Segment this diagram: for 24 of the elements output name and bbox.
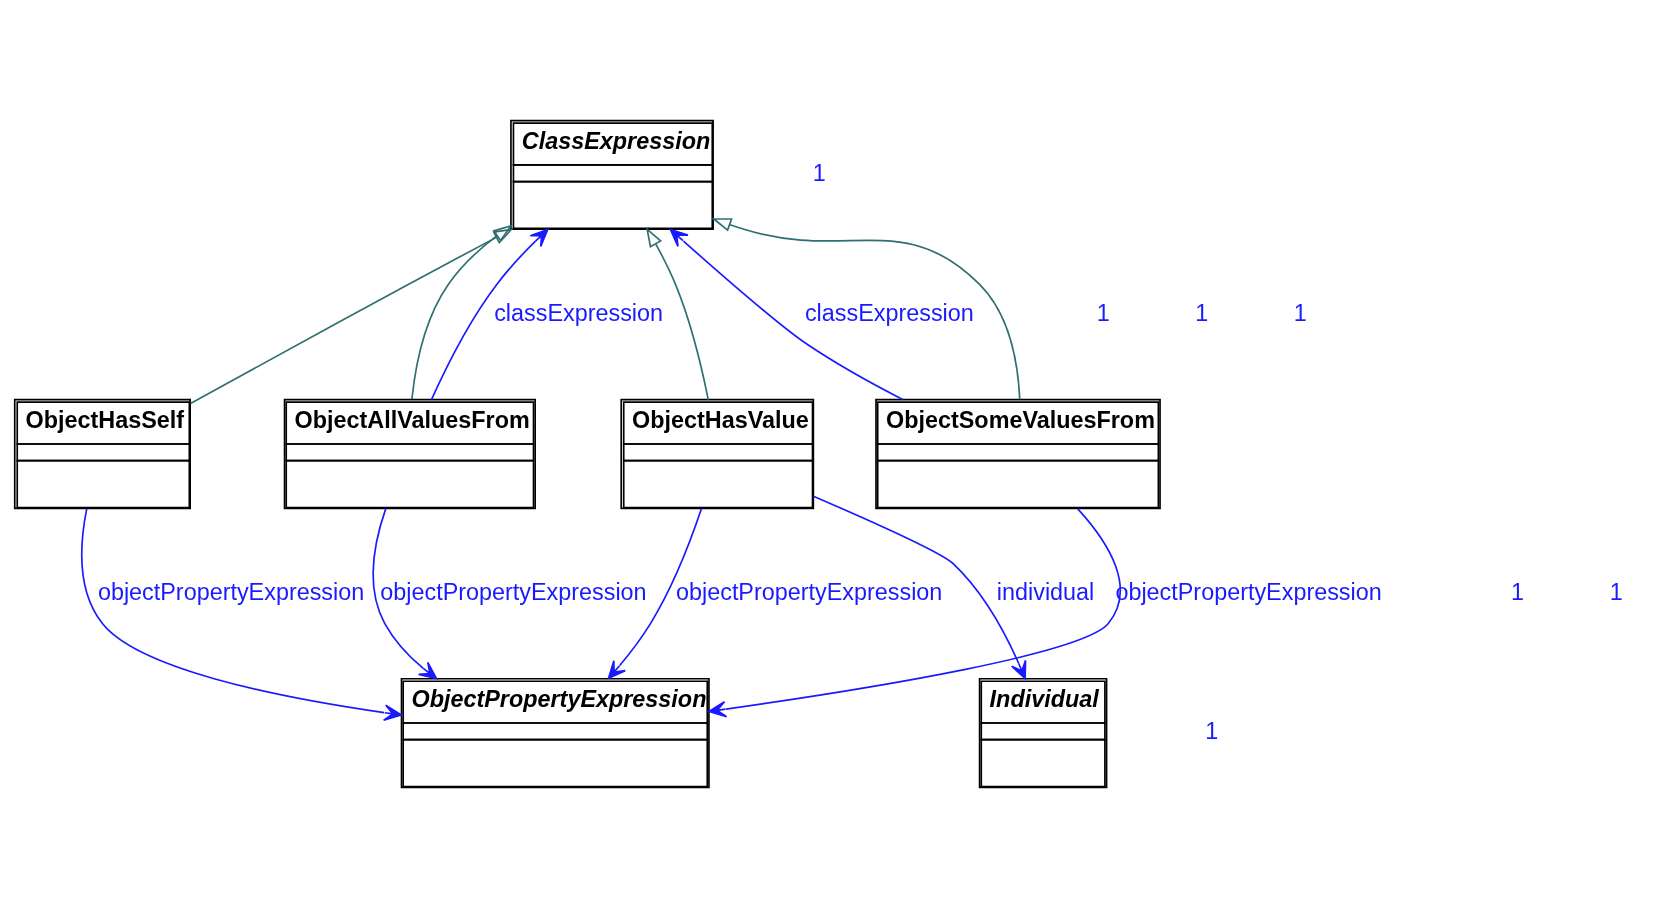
edge-label: classExpression (494, 299, 664, 326)
label: 1 (1195, 299, 1209, 326)
arrow (711, 218, 1021, 401)
label: 1 (812, 160, 826, 187)
arrow (812, 495, 1027, 680)
label: 1 (1609, 578, 1623, 605)
edge-label: objectPropertyExpression (676, 578, 943, 605)
arrow (430, 228, 549, 401)
edge-label: objectPropertyExpression (380, 578, 647, 605)
arrow (669, 228, 904, 401)
label: 1 (1096, 299, 1110, 326)
label: 1 (1293, 299, 1307, 326)
edge-label: classExpression (804, 299, 974, 326)
label: 1 (1511, 578, 1525, 605)
arrow (411, 224, 513, 400)
edge-label: individual (996, 578, 1095, 605)
arrow (645, 227, 710, 401)
arrow (607, 507, 703, 680)
arrow (372, 507, 438, 680)
arrow (708, 508, 1121, 718)
label: 1 (1205, 718, 1219, 745)
arrow (189, 228, 514, 405)
edge-label: objectPropertyExpression (97, 578, 365, 605)
arrow (81, 508, 403, 721)
